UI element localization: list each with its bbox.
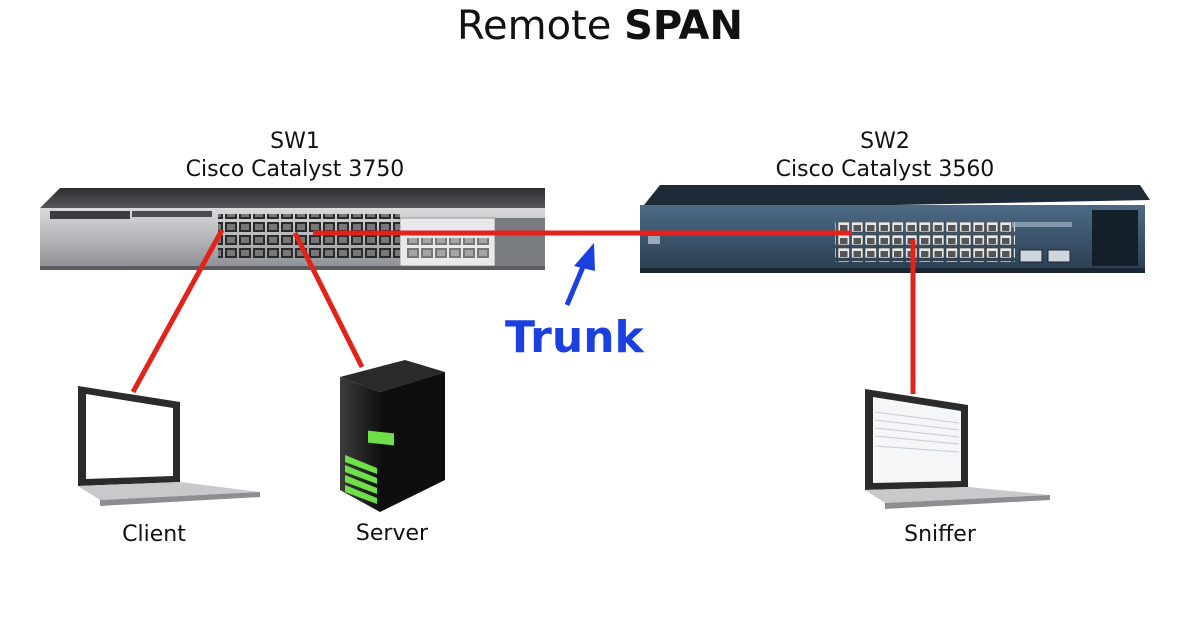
sw2-label: SW2 Cisco Catalyst 3560 [760, 128, 1010, 184]
client-link [130, 228, 225, 394]
server-top-led [368, 430, 394, 446]
server-label: Server [355, 521, 429, 546]
sw1-label: SW1 Cisco Catalyst 3750 [170, 128, 420, 184]
sw2-top-panel [640, 185, 1150, 210]
server-side [380, 372, 445, 512]
sw1-switch [40, 188, 545, 270]
sw2-base [640, 268, 1145, 273]
sniffer-capture-rows [874, 411, 960, 453]
client-laptop-icon [78, 386, 260, 506]
server-tower-icon [340, 360, 445, 512]
sw2-ports [835, 222, 1015, 262]
client-label: Client [122, 522, 186, 547]
sniffer-base [885, 495, 1050, 509]
sw2-model: Cisco Catalyst 3560 [775, 157, 995, 182]
sw1-top-panel [40, 188, 545, 208]
sniffer-laptop-icon [865, 389, 1050, 509]
sw1-sfp-ports [405, 238, 490, 258]
sw1-status-leds [50, 211, 130, 219]
sniffer-keyboard [865, 487, 1050, 503]
links [130, 228, 916, 394]
sw2-mode-button [648, 236, 660, 244]
sw2-name: SW2 [860, 129, 910, 154]
sw1-ports [218, 214, 400, 258]
trunk-arrow [564, 243, 595, 306]
server-drive-bays [345, 455, 377, 504]
sw2-side-panel [1092, 210, 1138, 266]
arrow-head [574, 243, 595, 271]
server-top [340, 360, 445, 392]
sw1-name: SW1 [270, 129, 320, 154]
title-emphasis: SPAN [624, 3, 743, 49]
client-keyboard [78, 482, 260, 500]
sw1-base [40, 266, 545, 270]
sw1-side-module [495, 218, 545, 266]
sw1-model: Cisco Catalyst 3750 [185, 157, 405, 182]
diagram-title: Remote SPAN [0, 0, 1200, 52]
client-screen [86, 394, 173, 479]
trunk-label: Trunk [505, 312, 644, 363]
arrow-shaft [564, 261, 588, 306]
sw1-vent [132, 211, 212, 217]
title-prefix: Remote [457, 3, 612, 49]
sw2-model-plate [1012, 222, 1072, 227]
client-base [100, 492, 260, 506]
sw2-sfp-2 [1047, 249, 1071, 263]
sw2-switch [640, 185, 1150, 273]
server-link [292, 231, 365, 369]
sniffer-label: Sniffer [904, 522, 976, 547]
sw2-sfp-1 [1019, 249, 1043, 263]
